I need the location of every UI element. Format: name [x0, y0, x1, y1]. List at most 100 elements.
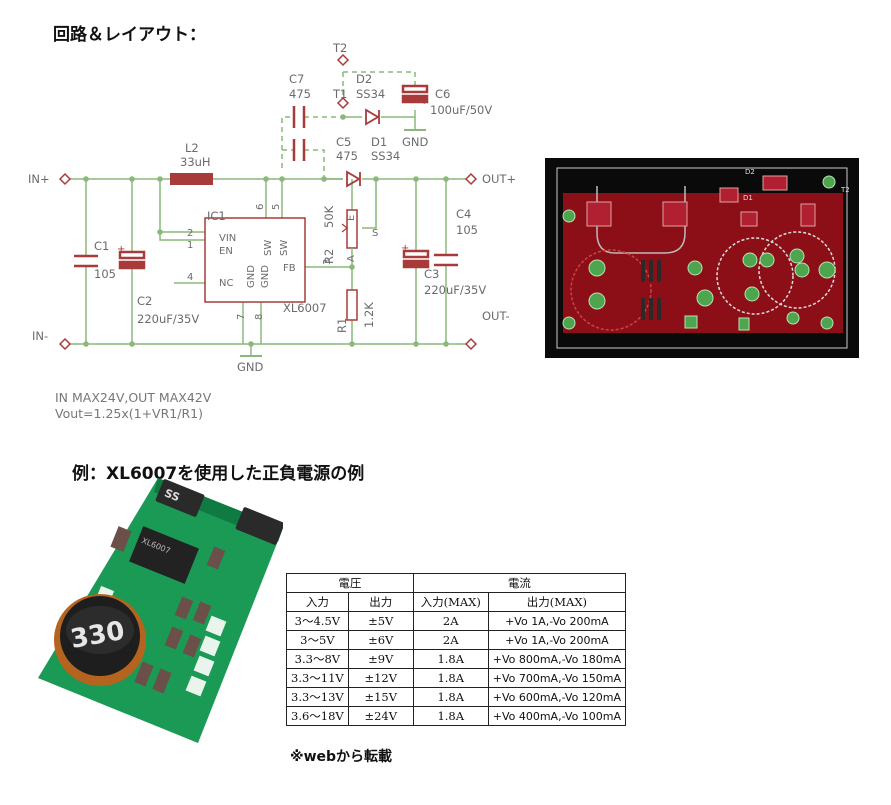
pin-number-5: 5	[271, 204, 282, 210]
pin-number-4: 4	[187, 272, 193, 283]
out-plus-label: OUT+	[482, 172, 516, 186]
c3-ref: C3	[424, 267, 439, 281]
ic1-pin-nc: NC	[219, 278, 233, 289]
pin-number-1: 1	[187, 240, 193, 251]
c6-gnd-label: GND	[402, 135, 429, 149]
r2-value: 50K	[322, 205, 336, 228]
t1-label: T1	[332, 87, 347, 101]
c5-ref: C5	[336, 135, 351, 149]
table-cell: ±5V	[347, 611, 414, 631]
table-cell: 3.3～11V	[286, 668, 349, 688]
r2-pin-s: S	[372, 228, 378, 239]
pin-number-6: 6	[255, 204, 266, 210]
d1-diode	[346, 170, 361, 188]
ic1-ref: IC1	[207, 209, 226, 223]
table-cell: +Vo 1A,-Vo 200mA	[487, 630, 627, 650]
c3-value: 220uF/35V	[424, 283, 486, 297]
pcb-label-d2: D2	[745, 168, 755, 176]
table-row: 3～5V ±6V 2A +Vo 1A,-Vo 200mA	[286, 630, 627, 650]
table-header-input: 入力	[286, 592, 349, 612]
c5-value: 475	[336, 149, 358, 163]
l2-value: 33uH	[180, 155, 211, 169]
pin-number-8: 8	[254, 314, 265, 320]
table-cell: 2A	[412, 611, 489, 631]
t1-terminal	[336, 96, 350, 110]
ic1-pin-sw2: SW	[279, 240, 290, 256]
circuit-note: IN MAX24V,OUT MAX42V Vout=1.25x(1+VR1/R1…	[55, 390, 211, 422]
table-row: 3.6～18V ±24V 1.8A +Vo 400mA,-Vo 100mA	[286, 706, 627, 726]
r2-pin-a: A	[346, 255, 357, 262]
table-group-header-current: 電流	[412, 573, 627, 593]
table-cell: 3.3～8V	[286, 649, 349, 669]
d2-diode	[365, 108, 380, 126]
c6-value: 100uF/50V	[430, 103, 492, 117]
table-cell: 1.8A	[412, 668, 489, 688]
c4-ref: C4	[456, 207, 471, 221]
d2-ref: D2	[356, 72, 372, 86]
note-line-1: IN MAX24V,OUT MAX42V	[55, 390, 212, 405]
ic1-pin-en: EN	[219, 246, 233, 257]
ic1-pin-sw1: SW	[263, 240, 274, 256]
table-cell: +Vo 600mA,-Vo 120mA	[487, 687, 627, 707]
l2-ref: L2	[185, 141, 199, 155]
table-cell: 1.8A	[412, 649, 489, 669]
svg-text:+: +	[117, 244, 125, 255]
table-cell: 2A	[412, 630, 489, 650]
table-row: 3.3～8V ±9V 1.8A +Vo 800mA,-Vo 180mA	[286, 649, 627, 669]
table-row: 3.3～11V ±12V 1.8A +Vo 700mA,-Vo 150mA	[286, 668, 627, 688]
table-cell: 3～5V	[286, 630, 349, 650]
t2-label: T2	[332, 41, 347, 55]
table-cell: ±24V	[347, 706, 414, 726]
ic1-pin-gnd1: GND	[246, 265, 257, 288]
table-cell: ±6V	[347, 630, 414, 650]
ic1-body	[204, 217, 306, 303]
c6-ref: C6	[435, 87, 450, 101]
table-cell: 3.3～13V	[286, 687, 349, 707]
table-group-header-row: 電圧 電流	[286, 573, 627, 593]
table-cell: ±9V	[347, 649, 414, 669]
in-minus-label: IN-	[32, 329, 48, 343]
pcb-layout-image: D2 T2 D1	[545, 158, 859, 358]
table-cell: 3～4.5V	[286, 611, 349, 631]
table-cell: +Vo 800mA,-Vo 180mA	[487, 649, 627, 669]
c1-ref: C1	[94, 239, 109, 253]
svg-text:+: +	[420, 96, 428, 107]
pcb-label-t2: T2	[840, 186, 850, 194]
diode-marking: SS	[163, 486, 182, 504]
table-cell: 1.8A	[412, 687, 489, 707]
ic1-pin-vin: VIN	[219, 233, 236, 244]
pin-number-3: 3	[322, 259, 333, 265]
example-heading: 例：XL6007を使用した正負電源の例	[72, 464, 365, 484]
in-plus-label: IN+	[28, 172, 50, 186]
r1-ref: R1	[335, 318, 349, 333]
out-minus-terminal	[464, 337, 478, 351]
circuit-schematic: IN+ IN- OUT+ OUT- GND C1 105 C2 220uF/35…	[28, 41, 516, 374]
gnd-label: GND	[237, 360, 264, 374]
c7-ref: C7	[289, 72, 304, 86]
in-minus-terminal	[58, 337, 72, 351]
table-cell: 3.6～18V	[286, 706, 349, 726]
ic1-pin-gnd2: GND	[260, 265, 271, 288]
c2-ref: C2	[137, 294, 152, 308]
c7-value: 475	[289, 87, 311, 101]
d1-value: SS34	[371, 149, 400, 163]
table-cell: +Vo 1A,-Vo 200mA	[487, 611, 627, 631]
pin-number-7: 7	[236, 314, 247, 320]
r1-value: 1.2K	[362, 302, 376, 328]
table-header-row: 入力 出力 入力(MAX) 出力(MAX)	[286, 592, 627, 612]
pin-number-2: 2	[187, 228, 193, 239]
table-header-input-max: 入力(MAX)	[412, 592, 489, 612]
out-plus-terminal	[464, 172, 478, 186]
c4-value: 105	[456, 223, 478, 237]
table-group-header-voltage: 電圧	[286, 573, 414, 593]
l2-inductor	[170, 173, 213, 185]
table-cell: +Vo 400mA,-Vo 100mA	[487, 706, 627, 726]
t2-terminal	[336, 53, 350, 67]
module-photo: SS XL6007 330	[38, 478, 283, 743]
source-credit: ※webから転載	[290, 749, 393, 765]
in-plus-terminal	[58, 172, 72, 186]
table-cell: 1.8A	[412, 706, 489, 726]
table-cell: ±12V	[347, 668, 414, 688]
table-cell: ±15V	[347, 687, 414, 707]
svg-text:+: +	[401, 243, 409, 254]
